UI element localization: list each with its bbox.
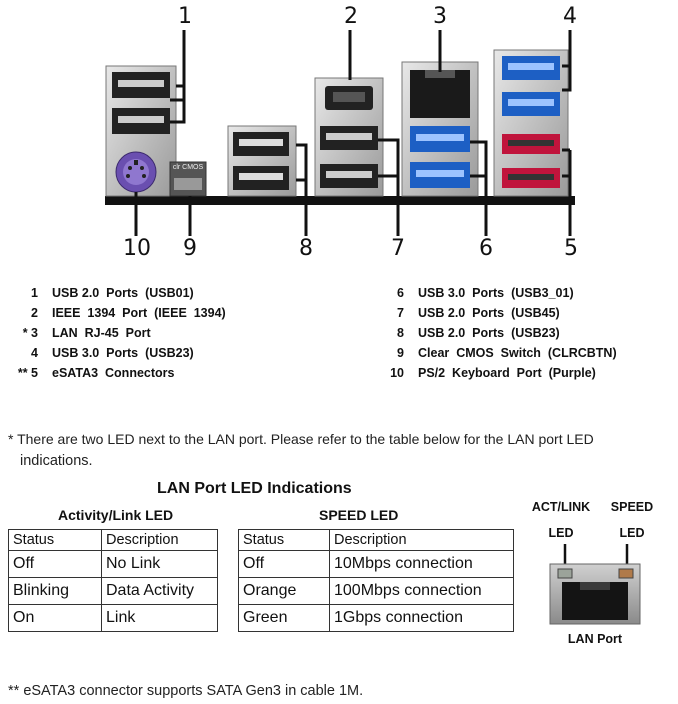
- callout-7: 7: [391, 236, 405, 261]
- table-cell: 100Mbps connection: [329, 577, 514, 605]
- legend-text: PS/2 Keyboard Port (Purple): [418, 366, 596, 380]
- activity-led-table: Status Description Off No Link Blinking …: [8, 529, 218, 632]
- speed-label-line2: LED: [619, 526, 645, 540]
- table-row: Off 10Mbps connection: [238, 550, 514, 578]
- callout-1: 1: [178, 4, 192, 29]
- legend-text: USB 2.0 Ports (USB23): [418, 326, 560, 340]
- table-cell: No Link: [101, 550, 218, 578]
- usb45-ports: [320, 126, 378, 188]
- table-cell: Orange: [238, 577, 330, 605]
- callout-2: 2: [344, 4, 358, 29]
- legend-item: * 3 LAN RJ-45 Port: [0, 323, 226, 343]
- legend-text: LAN RJ-45 Port: [52, 326, 151, 340]
- legend-text: Clear CMOS Switch (CLRCBTN): [418, 346, 617, 360]
- callout-6: 6: [479, 236, 493, 261]
- table-cell: 10Mbps connection: [329, 550, 514, 578]
- legend-item: 10 PS/2 Keyboard Port (Purple): [366, 363, 617, 383]
- legend-num: 2: [31, 306, 38, 320]
- table-header: Status: [238, 529, 330, 551]
- act-link-label-line1: ACT/LINK: [531, 500, 591, 514]
- legend-text: USB 3.0 Ports (USB3_01): [418, 286, 574, 300]
- speed-table-title: SPEED LED: [319, 507, 399, 523]
- table-row: Blinking Data Activity: [8, 577, 218, 605]
- act-link-label-line2: LED: [548, 526, 574, 540]
- legend-text: USB 2.0 Ports (USB45): [418, 306, 560, 320]
- legend-item: 1 USB 2.0 Ports (USB01): [0, 283, 226, 303]
- table-header: Description: [101, 529, 218, 551]
- speed-label-line1: SPEED: [610, 500, 654, 514]
- lan-led-note: * There are two LED next to the LAN port…: [8, 428, 678, 472]
- esata-note: ** eSATA3 connector supports SATA Gen3 i…: [8, 683, 364, 699]
- table-header: Description: [329, 529, 514, 551]
- legend-num: 8: [397, 326, 404, 340]
- table-cell: On: [8, 604, 102, 632]
- io-panel-diagram: [105, 30, 575, 236]
- lan-port-illustration: [549, 544, 641, 625]
- cmos-label: clr CMOS: [172, 164, 204, 171]
- act-link-led-label: ACT/LINK LED: [526, 497, 596, 543]
- legend-item: 2 IEEE 1394 Port (IEEE 1394): [0, 303, 226, 323]
- table-cell: Green: [238, 604, 330, 632]
- legend-item: 8 USB 2.0 Ports (USB23): [366, 323, 617, 343]
- table-header-row: Status Description: [238, 529, 514, 551]
- callout-4: 4: [563, 4, 577, 29]
- legend-item: 7 USB 2.0 Ports (USB45): [366, 303, 617, 323]
- table-cell: Blinking: [8, 577, 102, 605]
- legend-item: ** 5 eSATA3 Connectors: [0, 363, 226, 383]
- table-cell: Link: [101, 604, 218, 632]
- table-cell: Data Activity: [101, 577, 218, 605]
- note-line-2: indications.: [20, 453, 93, 469]
- leader-lines: [134, 30, 572, 236]
- esata3-connectors: [502, 134, 560, 188]
- legend-item: 9 Clear CMOS Switch (CLRCBTN): [366, 343, 617, 363]
- legend-num: 6: [397, 286, 404, 300]
- activity-table-title: Activity/Link LED: [58, 507, 174, 523]
- table-header: Status: [8, 529, 102, 551]
- legend-left: 1 USB 2.0 Ports (USB01) 2 IEEE 1394 Port (…: [0, 283, 226, 383]
- legend-text: USB 3.0 Ports (USB23): [52, 346, 194, 360]
- usb23-ports: [227, 125, 297, 197]
- callout-10: 10: [123, 236, 151, 261]
- legend-item: 6 USB 3.0 Ports (USB3_01): [366, 283, 617, 303]
- legend-num: 10: [390, 366, 404, 380]
- table-cell: 1Gbps connection: [329, 604, 514, 632]
- legend-text: USB 2.0 Ports (USB01): [52, 286, 194, 300]
- speed-led-table: Status Description Off 10Mbps connection…: [238, 529, 514, 632]
- board-edge: [105, 196, 575, 205]
- legend-item: 4 USB 3.0 Ports (USB23): [0, 343, 226, 363]
- legend-num: 4: [31, 346, 38, 360]
- table-row: On Link: [8, 604, 218, 632]
- speed-led-label: SPEED LED: [604, 497, 660, 543]
- legend-num: 7: [397, 306, 404, 320]
- callout-8: 8: [299, 236, 313, 261]
- legend-num: 9: [397, 346, 404, 360]
- clear-cmos-switch: [169, 161, 207, 197]
- callout-5: 5: [564, 236, 578, 261]
- table-cell: Off: [238, 550, 330, 578]
- usb3-01-ports: [410, 126, 470, 188]
- legend-num: ** 5: [17, 366, 38, 380]
- legend-text: IEEE 1394 Port (IEEE 1394): [52, 306, 226, 320]
- legend-num: * 3: [22, 326, 38, 340]
- section-title: LAN Port LED Indications: [157, 480, 352, 497]
- table-cell: Off: [8, 550, 102, 578]
- table-row: Green 1Gbps connection: [238, 604, 514, 632]
- callout-9: 9: [183, 236, 197, 261]
- table-row: Off No Link: [8, 550, 218, 578]
- table-row: Orange 100Mbps connection: [238, 577, 514, 605]
- ps2-keyboard-port: [115, 151, 157, 193]
- lan-port-caption: LAN Port: [567, 632, 623, 646]
- note-line-1: * There are two LED next to the LAN port…: [8, 431, 594, 447]
- table-header-row: Status Description: [8, 529, 218, 551]
- callout-3: 3: [433, 4, 447, 29]
- legend-num: 1: [31, 286, 38, 300]
- legend-text: eSATA3 Connectors: [52, 366, 175, 380]
